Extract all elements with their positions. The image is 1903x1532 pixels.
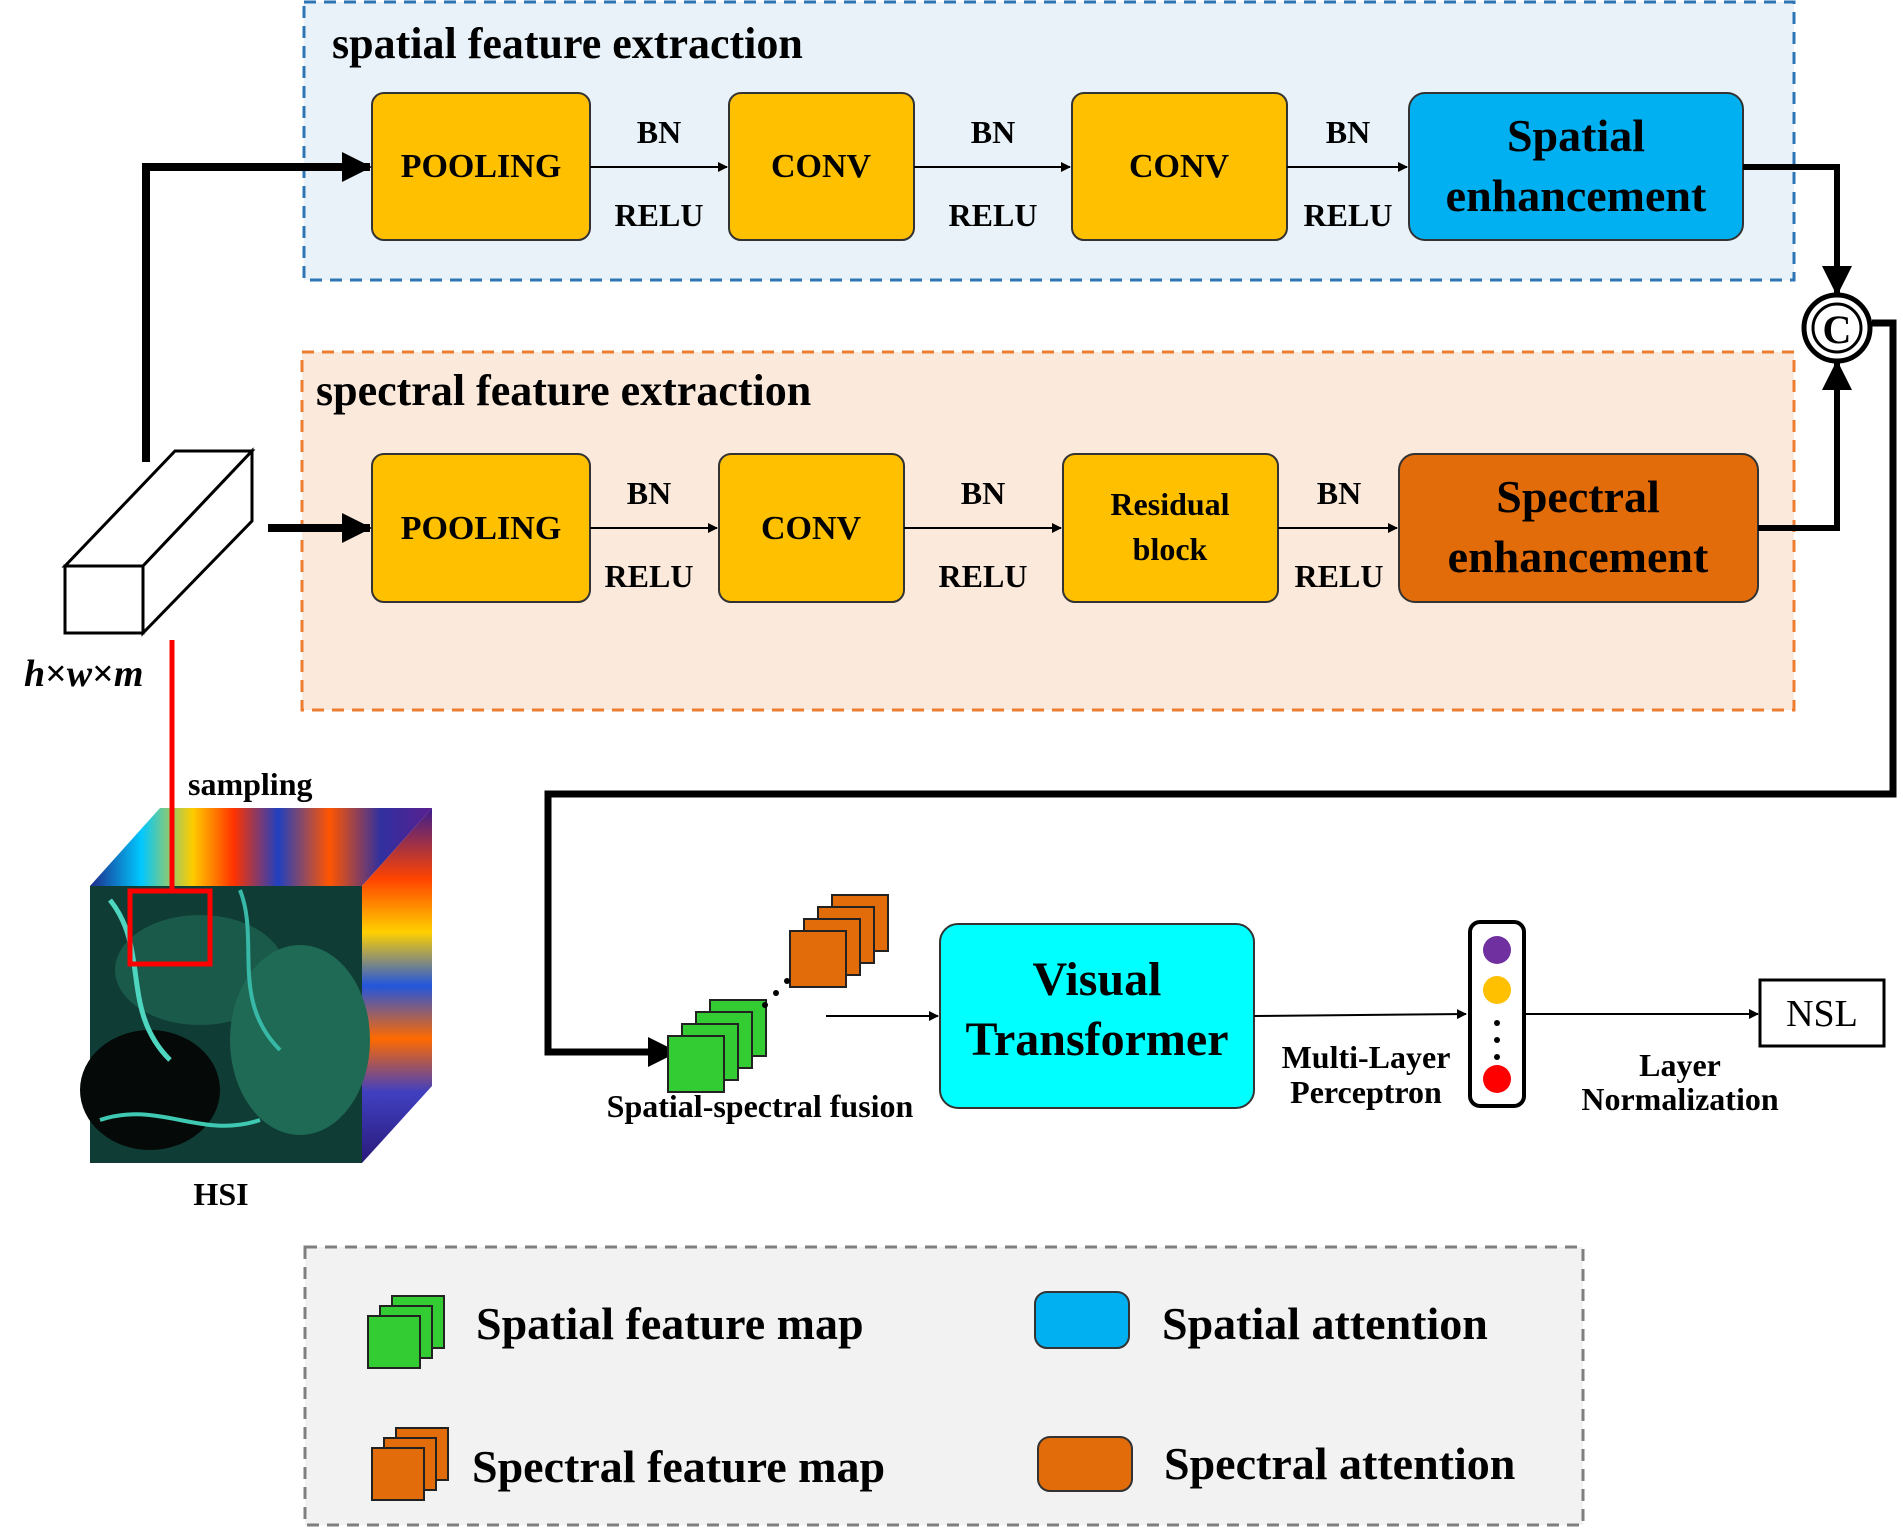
visual-transformer-line2: Transformer — [965, 1013, 1228, 1066]
spatial-conv2-block: CONV — [1071, 92, 1288, 241]
spatial-connector-1-bn: BN — [637, 114, 681, 150]
stack-ellipsis — [762, 978, 790, 1008]
norm-label-line1: Layer — [1639, 1047, 1721, 1083]
spectral-enhancement-line1: Spectral — [1496, 471, 1660, 522]
hsi-cube-image — [80, 808, 432, 1163]
mlp-output-vector — [1468, 920, 1526, 1108]
residual-block-line1: Residual — [1110, 486, 1229, 522]
spatial-enhancement-line1: Spatial — [1507, 110, 1645, 161]
spatial-connector-1: BN RELU — [590, 114, 728, 233]
input-patch-cube — [61, 447, 256, 637]
spatial-conv1-label: CONV — [771, 148, 872, 185]
spatial-enhancement-block: Spatial enhancement — [1408, 92, 1744, 241]
mlp-label-line1: Multi-Layer — [1282, 1039, 1451, 1075]
spatial-connector-2-relu: RELU — [949, 197, 1038, 233]
spatial-feature-map-stack — [667, 999, 767, 1093]
spectral-connector-1: BN RELU — [590, 475, 718, 594]
spatial-pooling-block: POOLING — [371, 92, 591, 241]
spectral-enhancement-block: Spectral enhancement — [1398, 453, 1759, 603]
nsl-output-box: NSL — [1758, 978, 1886, 1048]
spatial-connector-2: BN RELU — [914, 114, 1071, 233]
norm-label-line2: Normalization — [1581, 1081, 1779, 1117]
spatial-conv1-block: CONV — [728, 92, 915, 241]
spatial-connector-1-relu: RELU — [615, 197, 704, 233]
spatial-connector-3-relu: RELU — [1304, 197, 1393, 233]
spectral-connector-3-bn: BN — [1317, 475, 1361, 511]
spectral-pooling-label: POOLING — [401, 510, 562, 547]
legend-panel — [303, 1245, 1585, 1527]
spectral-conv-label: CONV — [761, 510, 862, 547]
spatial-conv2-label: CONV — [1129, 148, 1230, 185]
sampling-label: sampling — [188, 766, 312, 802]
transformer-to-mlp-arrow — [1253, 1009, 1467, 1020]
spectral-branch-title: spectral feature extraction — [316, 366, 811, 415]
residual-block: Residual block — [1062, 453, 1279, 603]
spectral-connector-1-relu: RELU — [605, 558, 694, 594]
visual-transformer-line1: Visual — [1033, 953, 1162, 1006]
nsl-label: NSL — [1786, 993, 1858, 1035]
concat-symbol: C — [1823, 307, 1852, 352]
residual-block-line2: block — [1133, 531, 1208, 567]
fusion-label: Spatial-spectral fusion — [607, 1088, 914, 1124]
hsi-label: HSI — [193, 1176, 248, 1212]
spectral-connector-2-bn: BN — [961, 475, 1005, 511]
spectral-connector-2-relu: RELU — [939, 558, 1028, 594]
spectral-pooling-block: POOLING — [371, 453, 591, 603]
spectral-enhancement-line2: enhancement — [1448, 531, 1709, 582]
main-flow-lines — [142, 152, 1897, 1067]
spectral-connector-3: BN RELU — [1278, 475, 1398, 594]
spectral-connector-1-bn: BN — [627, 475, 671, 511]
legend-spectral-attention-swatch — [1037, 1436, 1133, 1492]
legend-spatial-feature-map-label: Spatial feature map — [476, 1298, 864, 1349]
spatial-connector-2-bn: BN — [971, 114, 1015, 150]
spatial-pooling-label: POOLING — [401, 148, 562, 185]
spatial-enhancement-line2: enhancement — [1446, 170, 1707, 221]
legend-spatial-attention-label: Spatial attention — [1162, 1298, 1488, 1349]
spatial-branch-title: spatial feature extraction — [332, 19, 803, 68]
spectral-connector-2: BN RELU — [904, 475, 1062, 594]
legend-spatial-feature-map-icon — [367, 1295, 445, 1369]
spatial-connector-3: BN RELU — [1287, 114, 1408, 233]
legend-spectral-feature-map-icon — [371, 1427, 449, 1501]
mlp-label-line2: Perceptron — [1290, 1074, 1442, 1110]
visual-transformer-block: Visual Transformer — [939, 923, 1255, 1109]
concat-node: C — [1801, 292, 1873, 364]
spectral-feature-map-stack — [789, 894, 889, 988]
spectral-conv-block: CONV — [718, 453, 905, 603]
legend-spectral-feature-map-label: Spectral feature map — [472, 1441, 885, 1492]
spectral-connector-3-relu: RELU — [1295, 558, 1384, 594]
input-dimension-label: h×w×m — [24, 653, 143, 695]
legend-spectral-attention-label: Spectral attention — [1164, 1438, 1515, 1489]
legend-spatial-attention-swatch — [1034, 1291, 1130, 1349]
spatial-connector-3-bn: BN — [1326, 114, 1370, 150]
